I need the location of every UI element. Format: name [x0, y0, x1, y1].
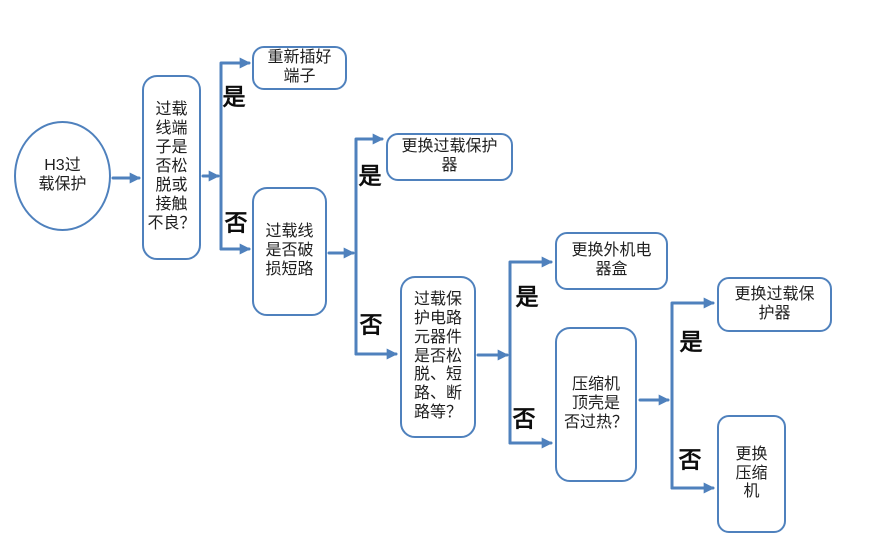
decision-overload-wire-damaged: 过载线 是否破 损短路 — [252, 187, 327, 316]
edge-line-q4-r4 — [670, 297, 715, 490]
decision-overload-terminal-loose: 过载 线端 子是 否松 脱或 接触 不良？ — [142, 75, 201, 260]
edge-line-q3-r3 — [508, 256, 553, 445]
edge-label-no-q4: 否 — [678, 446, 702, 473]
edge-label-yes-q1: 是 — [222, 83, 246, 110]
edge-label-yes-q4: 是 — [679, 328, 703, 355]
node-label: 更换过载保 护器 — [734, 285, 815, 322]
node-label: 过载 线端 子是 否松 脱或 接触 不良？ — [147, 101, 196, 232]
node-label: 压缩机 顶壳是 否过热？ — [563, 376, 628, 431]
edge-label-no-q2: 否 — [359, 311, 383, 338]
edge-label-yes-q3: 是 — [515, 283, 539, 310]
edge-line-q2-r2 — [354, 133, 384, 356]
action-replace-compressor: 更换 压缩 机 — [717, 415, 786, 533]
node-label: 更换过载保护 器 — [401, 138, 498, 174]
action-replace-outdoor-electric-box: 更换外机电 器盒 — [555, 232, 668, 290]
action-replace-overload-protector-1: 更换过载保护 器 — [386, 133, 513, 181]
node-label: 过载保 护电路 元器件 是否松 脱、短 路、断 路等？ — [413, 290, 462, 422]
node-label: 重新插好 端子 — [267, 49, 332, 85]
decision-compressor-shell-overheat: 压缩机 顶壳是 否过热？ — [555, 327, 637, 482]
edge-label-yes-q2: 是 — [358, 162, 382, 189]
decision-circuit-components-fault: 过载保 护电路 元器件 是否松 脱、短 路、断 路等？ — [400, 276, 476, 438]
action-replug-terminal: 重新插好 端子 — [252, 46, 347, 90]
edge-line-q1-r1 — [219, 57, 251, 251]
node-label: 过载线 是否破 损短路 — [265, 223, 314, 278]
node-start-h3-overload: H3过 载保护 — [14, 121, 111, 231]
edge-label-no-q3: 否 — [512, 405, 536, 432]
node-label: 更换 压缩 机 — [735, 445, 768, 501]
node-label: 更换外机电 器盒 — [571, 242, 652, 278]
edge-label-no-q1: 否 — [224, 209, 248, 236]
action-replace-overload-protector-2: 更换过载保 护器 — [717, 277, 832, 332]
node-label: H3过 载保护 — [38, 157, 87, 193]
